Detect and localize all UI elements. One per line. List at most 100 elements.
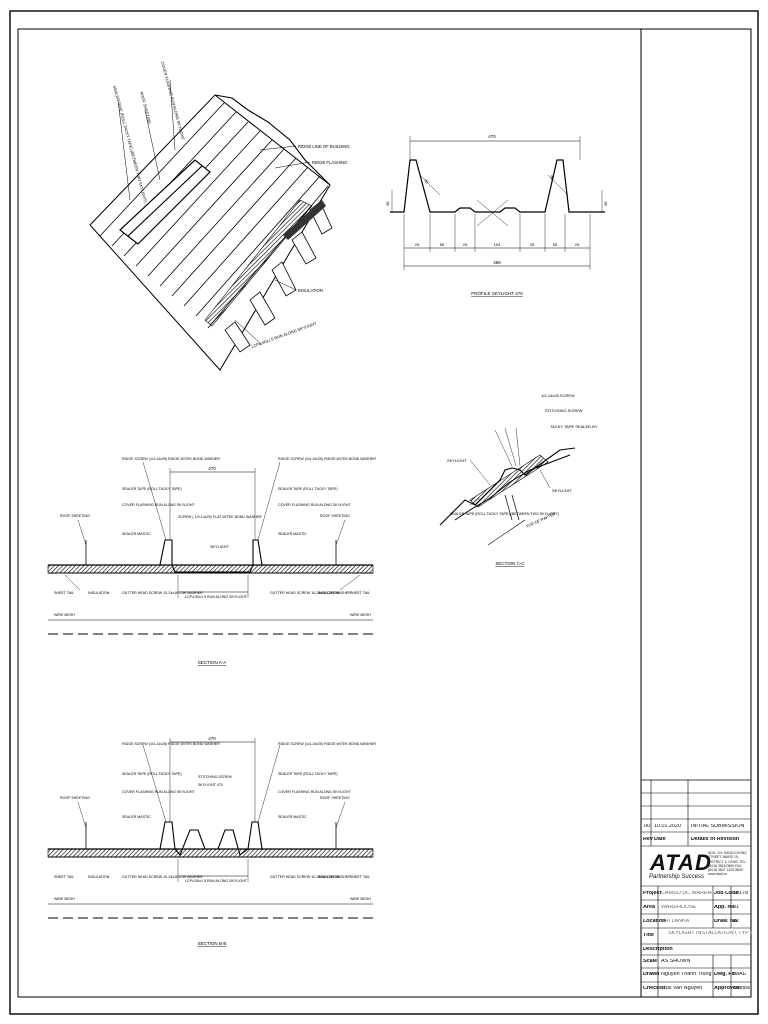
area-label: Area xyxy=(643,905,655,910)
section-b-cover-left: COVER FLASHING RUN ALONG SKYLIGHT xyxy=(122,790,195,794)
section-b-wire-right: WIRE MESH xyxy=(350,897,371,901)
profile-dim-seg-3: 25 xyxy=(463,242,468,247)
company-tagline: Partnership Success xyxy=(649,874,705,880)
isometric-leaders xyxy=(117,79,311,346)
title-value: SKYLIGHT INSTALLATION ( TYP ) xyxy=(668,931,752,936)
profile-dim-seg-2: 55 xyxy=(440,242,445,247)
date-header: Date xyxy=(654,837,666,842)
section-a-mastic-left: SEALER MASTIC xyxy=(122,532,151,536)
iso-label-lcpa: LCP4-50x1.5 RUN ALONG SKYLIGHT xyxy=(251,320,318,348)
section-a-sheet-tail-right: SHEET TAIL xyxy=(350,591,370,595)
section-b-sealer-right: SEALER TAPE (ROLL TACKY TAPE) xyxy=(278,772,338,776)
section-a-sealer-left: SEALER TAPE (ROLL TACKY TAPE) xyxy=(122,487,182,491)
rev-header: Rev xyxy=(643,837,653,842)
profile-skylight xyxy=(390,136,605,270)
section-c-stitching: STITCHING SCREW xyxy=(545,408,583,413)
section-b-skylight: SKYLIGHT 470 xyxy=(198,783,223,787)
section-a-a xyxy=(47,461,374,635)
drawn-value: Nguyen Thanh Trung xyxy=(661,972,712,977)
section-b-cover-right: COVER FLASHING RUN ALONG SKYLIGHT xyxy=(278,790,351,794)
inner-border xyxy=(17,28,752,998)
section-a-skylight: SKYLIGHT xyxy=(210,545,229,549)
section-a-gutter-left: GUTTER HEAD SCREW 10-24x16 C/W WASHER xyxy=(122,591,203,595)
section-a-width: 470 xyxy=(208,466,216,471)
section-a-wire-left: WIRE MESH xyxy=(54,613,75,617)
dwg-format-label: Dwg. Fo xyxy=(714,972,735,977)
job-code-label: Job Code xyxy=(714,891,739,896)
outer-border xyxy=(9,10,759,1015)
section-b-sealer-left: SEALER TAPE (ROLL TACKY TAPE) xyxy=(122,772,182,776)
section-b-title: SECTION B-B xyxy=(198,941,227,946)
dwg-no-value: 02 xyxy=(733,919,739,924)
location-value: SRI LANKA xyxy=(661,919,690,924)
rev-desc: INITIAL SUBMISSION xyxy=(691,824,745,829)
section-b-gutter-left: GUTTER HEAD SCREW 10-24x16 C/W WASHER xyxy=(122,875,203,879)
section-b-width: 470 xyxy=(208,736,216,741)
profile-dim-height-left: 38 xyxy=(385,201,390,206)
section-b-wire-left: WIRE MESH xyxy=(54,897,75,901)
app-no-value: 01 xyxy=(733,905,739,910)
profile-title: PROFILE SKYLIGHT 470 xyxy=(471,291,523,296)
area-value: WAREHOUSE xyxy=(661,905,697,910)
section-a-lcp: LCP4-50x1.5 RUN ALONG SKYLIGHT xyxy=(185,595,248,599)
section-b-mastic-left: SEALER MASTIC xyxy=(122,815,151,819)
section-b-insulation-right: INSULATION xyxy=(318,875,340,879)
section-a-roof-right: ROOF SHEETING xyxy=(320,514,350,518)
section-a-gutter-right: GUTTER HEAD SCREW 10-24x16 C/W WASHER xyxy=(270,591,351,595)
app-no-label: App. No xyxy=(714,905,735,910)
iso-label-insulation: INSULATION xyxy=(298,288,323,293)
section-b-sheet-tail-right: SHEET TAIL xyxy=(350,875,370,879)
profile-dim-slope-right: 46 xyxy=(549,173,556,180)
section-b-gutter-right: GUTTER HEAD SCREW 10-24x16 C/W WASHER xyxy=(270,875,351,879)
section-a-cover-right: COVER FLASHING RUN ALONG SKYLIGHT xyxy=(278,503,351,507)
section-b-stitching: STITCHING SCREW xyxy=(198,775,232,779)
section-c-sealer: SEALER TAPE (ROLL TACKY TAPE) (BETWEEN T… xyxy=(450,512,559,516)
rev-no: 00 xyxy=(644,824,650,829)
scale-value: AS SHOWN xyxy=(661,959,691,964)
section-b-mastic-right: SEALER MASTIC xyxy=(278,815,307,819)
section-a-sealer-right: SEALER TAPE (ROLL TACKY TAPE) xyxy=(278,487,338,491)
section-a-title: SECTION A-A xyxy=(198,660,227,665)
rev-date: 10.01.2020 xyxy=(654,824,681,829)
section-c-tacky: TACKY TAPE SEALED BY xyxy=(550,424,598,429)
section-c-title: SECTION C-C xyxy=(495,561,525,566)
company-logo: ATAD xyxy=(650,850,712,875)
section-a-wire-right: WIRE MESH xyxy=(350,613,371,617)
isometric-detail xyxy=(89,94,333,371)
section-c-skylight-left: SKYLIGHT xyxy=(447,458,467,463)
scale-label: Scale xyxy=(643,959,658,964)
profile-dim-seg-6: 55 xyxy=(553,242,558,247)
iso-label-ridge-flashing: RIDGE FLASHING xyxy=(312,160,347,165)
title-label: Title xyxy=(643,933,654,938)
section-a-cover-left: COVER FLASHING RUN ALONG SKYLIGHT xyxy=(122,503,195,507)
section-a-ridge-screw-right: RIDGE SCREW (1/4-14x25) RIDGE W/TEK BOND… xyxy=(278,457,376,461)
iso-label-cover-flashing: COVER FLASHING RUN ALONG SKYLIGHT xyxy=(160,61,186,141)
section-b-sheet-tail-left: SHEET TAIL xyxy=(54,875,74,879)
profile-dim-seg-7: 25 xyxy=(575,242,580,247)
checked-value: Thai Van Nguyen xyxy=(661,986,703,991)
dwg-format-value: IMAD xyxy=(733,972,747,977)
desc-header: Details of Revision xyxy=(691,837,740,842)
section-c-screw: 1/4-14x25 SCREW xyxy=(541,393,575,398)
section-a-screw-center: SCREW ( 1/4-14x25) FLAT W/TEK BOND WASHE… xyxy=(178,515,262,519)
drawn-label: Drawn xyxy=(643,972,660,977)
section-b-roof-right: ROOF SHEETING xyxy=(320,796,350,800)
profile-dim-bottom: 486 xyxy=(493,260,501,265)
section-b-insulation-left: INSULATION xyxy=(88,875,110,879)
section-a-sheet-tail-left: SHEET TAIL xyxy=(54,591,74,595)
section-a-ridge-screw-left: RIDGE SCREW (1/4-14x25) RIDGE W/TEK BOND… xyxy=(122,457,220,461)
checked-label: Checked xyxy=(643,986,666,991)
iso-label-ridge-line: RIDGE LINE OF BUILDING xyxy=(298,144,350,149)
profile-dim-seg-1: 25 xyxy=(415,242,420,247)
location-label: Location xyxy=(643,919,666,924)
iso-label-roof-sheeting: ROOF SHEETING xyxy=(139,91,152,124)
section-a-insulation-left: INSULATION xyxy=(88,591,110,595)
project-value: CAMSO DC WAREHOUSE xyxy=(661,891,712,896)
company-address: ADD: 101 HANG KHONG STREET, WARD 15, DIS… xyxy=(708,851,747,877)
section-a-insulation-right: INSULATION xyxy=(318,591,340,595)
section-b-lcp: LCP4-50x1.5 RUN ALONG SKYLIGHT xyxy=(185,879,248,883)
dwg-no-label: Draw. No xyxy=(714,919,738,924)
section-a-mastic-right: SEALER MASTIC xyxy=(278,532,307,536)
approved-label: Approved xyxy=(714,986,740,991)
profile-dim-seg-4: 104 xyxy=(494,242,501,247)
